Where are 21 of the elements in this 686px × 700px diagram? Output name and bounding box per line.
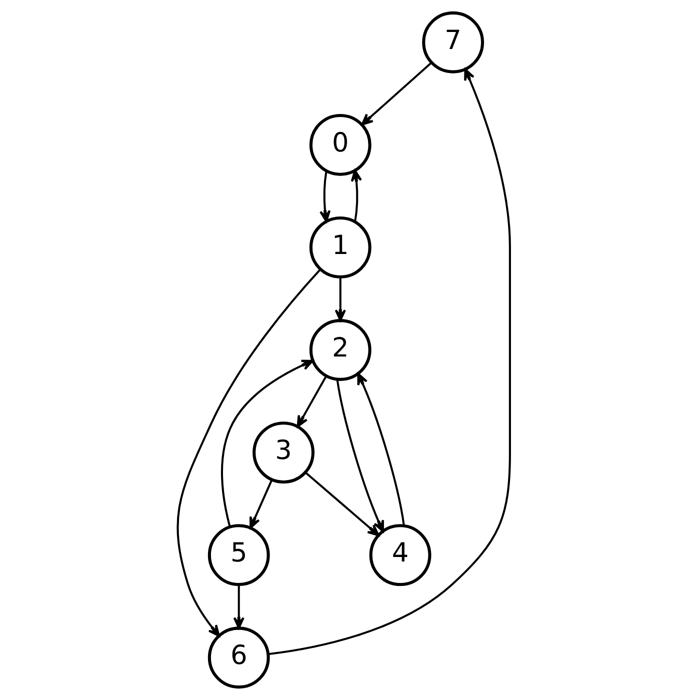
node-circle: 0 [308,114,371,176]
node-circle: 3 [252,422,314,484]
arrow [356,372,404,526]
arrow [176,268,321,637]
arrow [336,380,384,532]
arrow [360,62,432,126]
node-circle: 7 [422,11,484,74]
node-circle: 5 [207,524,270,586]
arrow [334,277,346,322]
arrow [249,479,272,529]
node-circle: 4 [368,524,431,586]
arrow [296,376,327,428]
node-circle: 6 [207,626,270,689]
node-circle: 1 [308,216,371,278]
arrow [220,360,314,528]
arrow [319,170,330,222]
node-circle: 2 [308,319,371,381]
arrow [350,170,362,222]
arrow [267,68,510,656]
arrow [232,584,244,630]
arrow [304,472,379,536]
